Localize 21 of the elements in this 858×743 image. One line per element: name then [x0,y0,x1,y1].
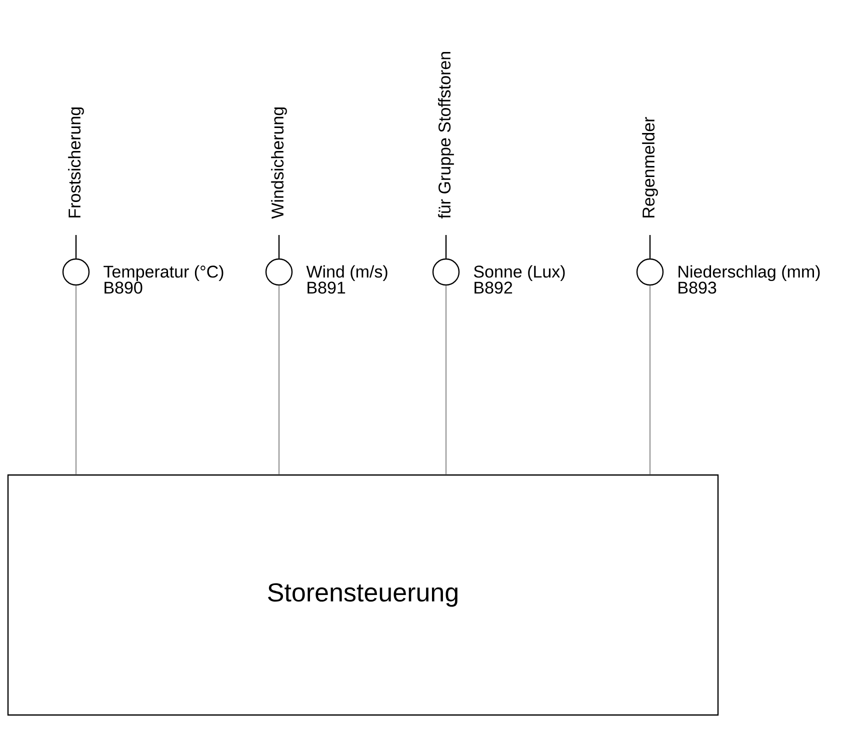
sensor-label: Niederschlag (mm) B893 [678,265,820,294]
sensor-circle [62,258,90,286]
function-label: Windsicherung [271,107,287,219]
function-label: für Gruppe Stoffstoren [438,52,454,219]
connector-line [445,286,447,474]
connector-line [278,286,280,474]
sensor-circle [432,258,460,286]
sensor-label: Wind (m/s) B891 [306,265,388,294]
function-label: Frostsicherung [68,107,84,218]
sensor-circle [265,258,293,286]
connector-line [75,286,77,474]
connector-line [278,235,280,258]
controller-box: Storensteuerung [7,474,719,716]
connector-line [649,286,651,474]
sensor-label: Temperatur (°C) B890 [104,265,224,294]
sensor-label: Sonne (Lux) B892 [474,265,565,294]
connector-line [75,235,77,258]
connector-line [445,235,447,258]
function-label: Regenmelder [642,117,658,218]
connector-line [649,235,651,258]
sensor-circle [636,258,664,286]
